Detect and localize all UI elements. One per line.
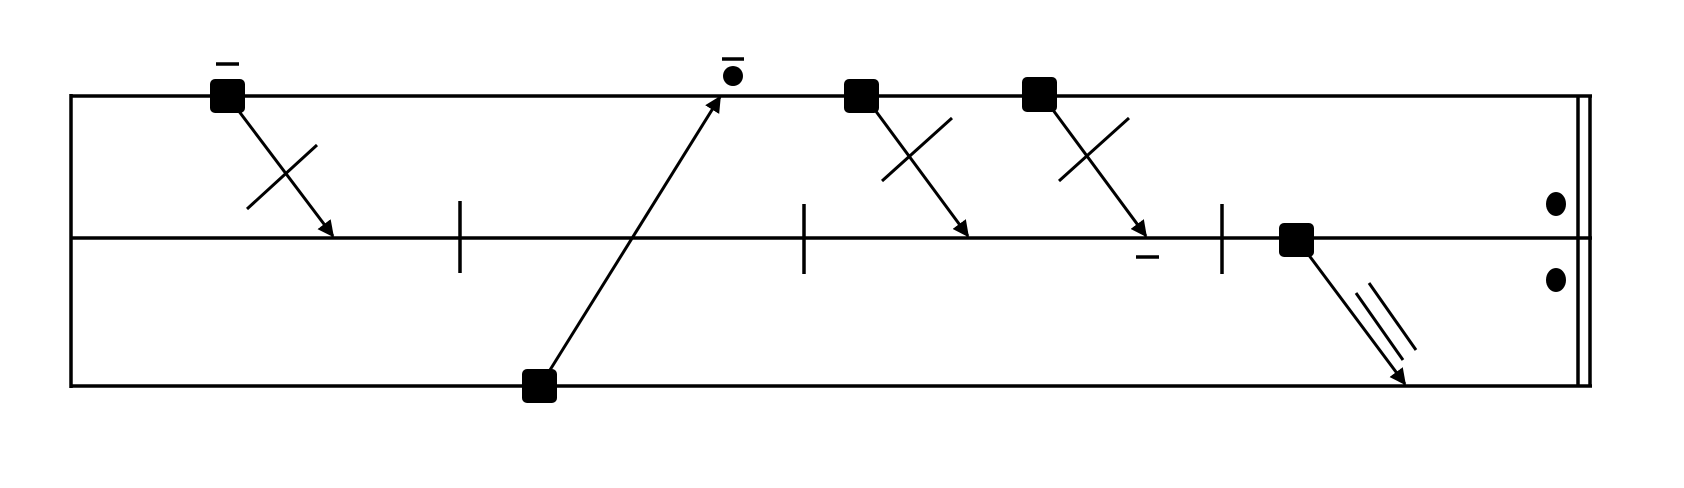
square-marker-1: [210, 79, 245, 113]
cross-mark-2: [880, 116, 954, 183]
arrow-4: [1051, 109, 1148, 238]
cross-mark-3: [1057, 116, 1131, 183]
double-stroke-b: [1367, 282, 1418, 351]
double-stroke-a: [1354, 292, 1405, 361]
square-marker-2: [522, 369, 557, 403]
arrow-5: [1306, 253, 1407, 386]
square-marker-5: [1279, 223, 1314, 257]
square-marker-3: [844, 79, 879, 113]
arrow-2: [548, 95, 722, 371]
repeat-dot-top: [1546, 192, 1566, 216]
repeat-dot-bottom: [1546, 268, 1566, 292]
arrow-3: [873, 109, 970, 238]
square-marker-4: [1022, 77, 1057, 112]
cross-mark-1: [245, 143, 319, 211]
circle-marker: [723, 66, 743, 86]
